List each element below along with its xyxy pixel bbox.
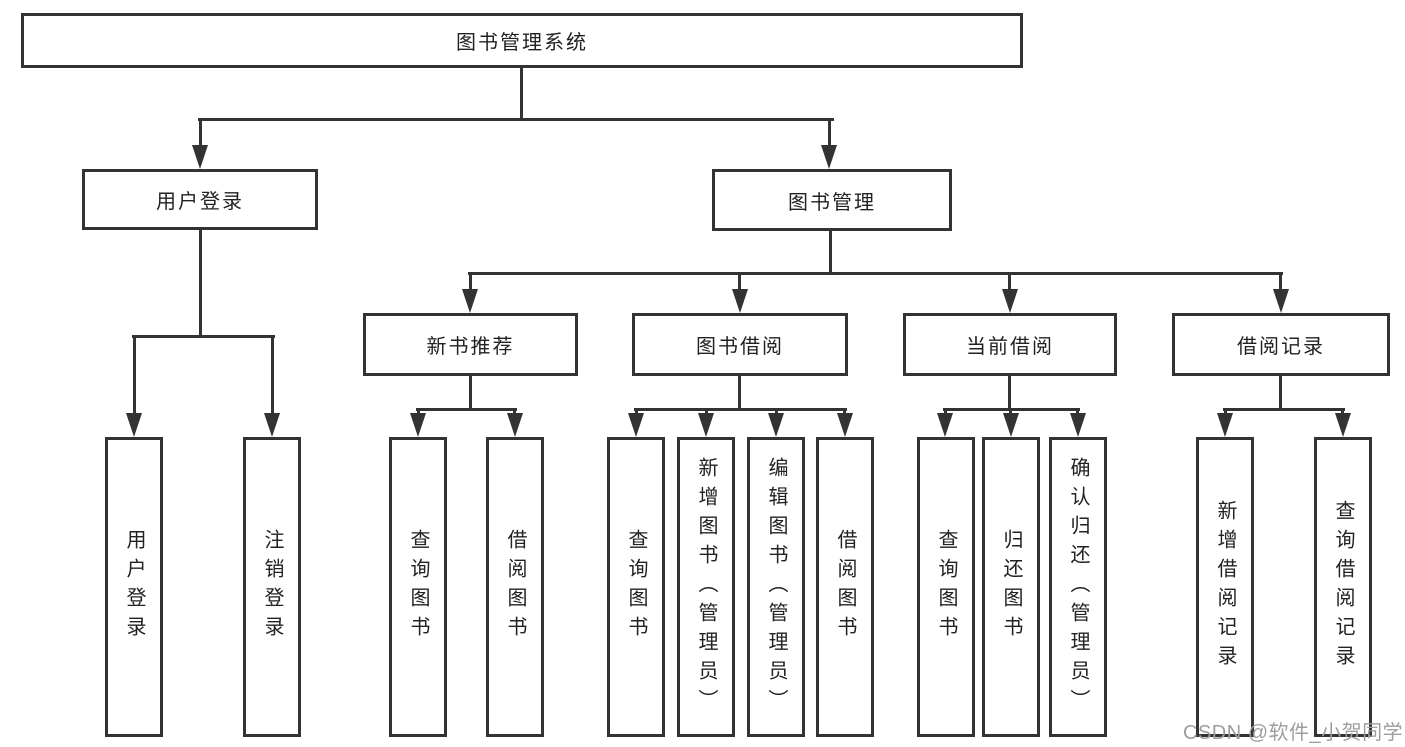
node-current-borrowing: 当前借阅 (903, 313, 1117, 376)
arrowhead-icon (1335, 413, 1351, 437)
connector-bus (634, 408, 847, 411)
connector-stem (1279, 376, 1282, 410)
leaf-current-query-books: 查询图书 (917, 437, 975, 737)
connector-drop (1076, 408, 1079, 416)
leaf-borrowing-edit-books-admin: 编辑图书（管理员） (747, 437, 805, 737)
connector-drop (1224, 408, 1227, 416)
connector-bus (198, 118, 834, 121)
leaf-current-return-books: 归还图书 (982, 437, 1040, 737)
node-book-management: 图书管理 (712, 169, 952, 231)
arrowhead-icon (837, 413, 853, 437)
connector-stem (738, 376, 741, 410)
connector-stem (469, 376, 472, 410)
arrowhead-icon (1002, 289, 1018, 313)
connector-drop (775, 408, 778, 416)
connector-drop (944, 408, 947, 416)
leaf-records-add-record: 新增借阅记录 (1196, 437, 1254, 737)
node-root-library-system: 图书管理系统 (21, 13, 1023, 68)
connector-stem (520, 68, 523, 121)
arrowhead-icon (192, 145, 208, 169)
leaf-recommend-borrow-books: 借阅图书 (486, 437, 544, 737)
connector-drop (133, 335, 136, 415)
leaf-borrowing-query-books: 查询图书 (607, 437, 665, 737)
connector-drop (271, 335, 274, 415)
connector-drop (417, 408, 420, 416)
connector-drop (1009, 408, 1012, 416)
arrowhead-icon (628, 413, 644, 437)
connector-bus (416, 408, 517, 411)
arrowhead-icon (1273, 289, 1289, 313)
connector-drop (199, 118, 202, 146)
arrowhead-icon (732, 289, 748, 313)
connector-drop (469, 272, 472, 292)
connector-drop (705, 408, 708, 416)
leaf-current-confirm-return-admin: 确认归还（管理员） (1049, 437, 1107, 737)
node-book-borrowing: 图书借阅 (632, 313, 848, 376)
connector-drop (843, 408, 846, 416)
connector-bus (1223, 408, 1345, 411)
connector-stem (829, 231, 832, 275)
arrowhead-icon (768, 413, 784, 437)
connector-drop (828, 118, 831, 146)
leaf-borrowing-borrow-books: 借阅图书 (816, 437, 874, 737)
connector-drop (1008, 272, 1011, 292)
leaf-borrowing-add-books-admin: 新增图书（管理员） (677, 437, 735, 737)
connector-bus (468, 272, 1283, 275)
csdn-watermark: CSDN @软件_小贺同学 (1183, 722, 1404, 744)
leaf-logout: 注销登录 (243, 437, 301, 737)
connector-bus (132, 335, 275, 338)
arrowhead-icon (698, 413, 714, 437)
arrowhead-icon (1070, 413, 1086, 437)
arrowhead-icon (126, 413, 142, 437)
connector-drop (1341, 408, 1344, 416)
connector-stem (1008, 376, 1011, 410)
connector-drop (1279, 272, 1282, 292)
arrowhead-icon (410, 413, 426, 437)
arrowhead-icon (462, 289, 478, 313)
leaf-user-login: 用户登录 (105, 437, 163, 737)
arrowhead-icon (1003, 413, 1019, 437)
connector-stem (199, 230, 202, 337)
leaf-recommend-query-books: 查询图书 (389, 437, 447, 737)
connector-drop (635, 408, 638, 416)
connector-drop (513, 408, 516, 416)
arrowhead-icon (937, 413, 953, 437)
connector-drop (738, 272, 741, 292)
arrowhead-icon (264, 413, 280, 437)
arrowhead-icon (507, 413, 523, 437)
node-borrowing-records: 借阅记录 (1172, 313, 1390, 376)
leaf-records-query-record: 查询借阅记录 (1314, 437, 1372, 737)
arrowhead-icon (1217, 413, 1233, 437)
arrowhead-icon (821, 145, 837, 169)
node-user-login: 用户登录 (82, 169, 318, 230)
node-new-book-recommend: 新书推荐 (363, 313, 578, 376)
